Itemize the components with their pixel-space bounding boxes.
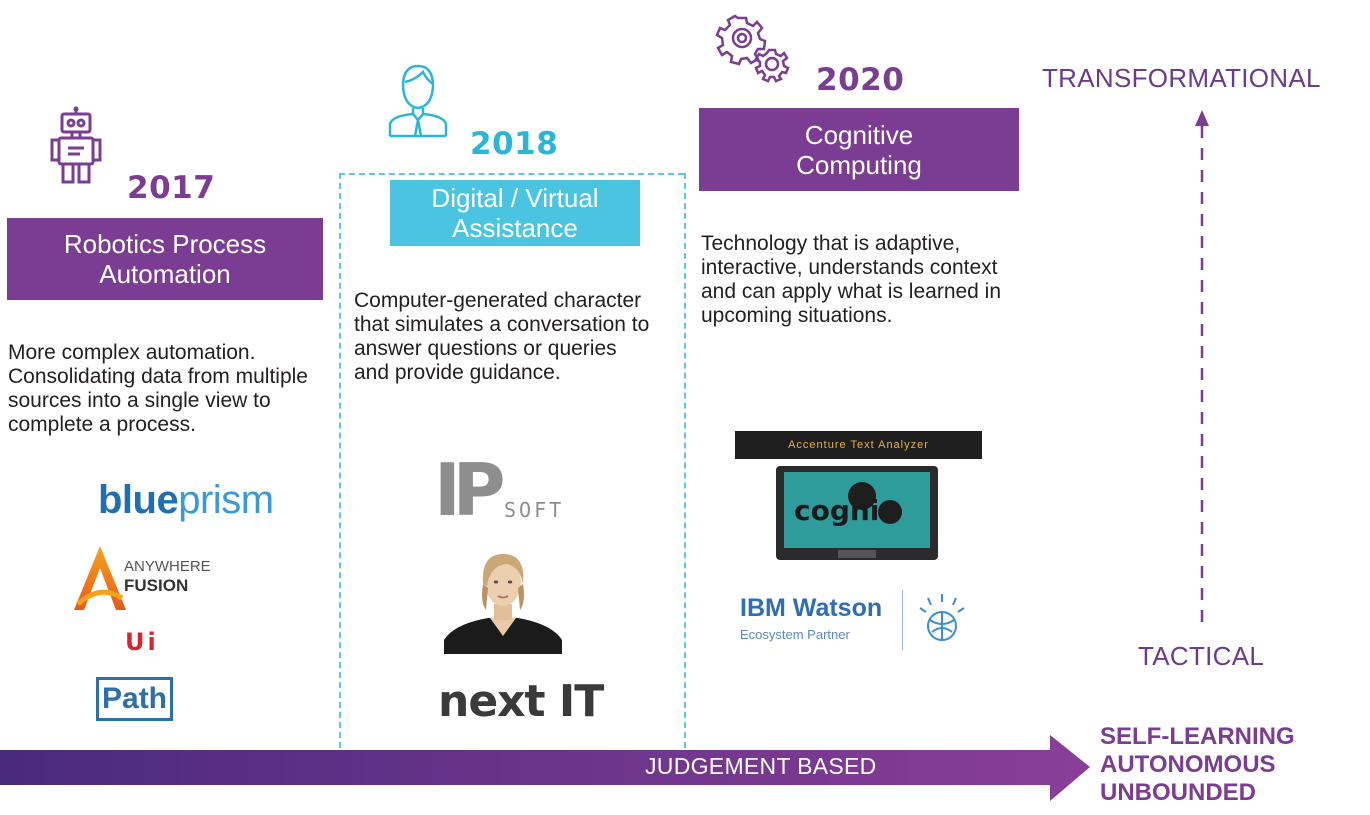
vertical-arrow [1192, 110, 1212, 630]
outcome-label: AUTONOMOUS [1100, 751, 1276, 778]
stage-title: Digital / Virtual Assistance [431, 183, 599, 243]
stage-description: Computer-generated character that simula… [354, 289, 650, 384]
person-icon [387, 62, 449, 138]
ipsoft-soft: SOFT [504, 498, 565, 522]
robot-icon [50, 106, 102, 184]
stage-description: Technology that is adaptive, interactive… [701, 232, 1002, 327]
stage-title-box: Cognitive Computing [699, 108, 1019, 191]
ipsoft-logo: IP SOFT [434, 450, 584, 530]
accenture-text: Accenture Text Analyzer [788, 439, 929, 451]
horizontal-arrow [0, 735, 1090, 810]
nextit-logo: next IT [438, 676, 604, 727]
stage-title-box: Robotics Process Automation [7, 218, 323, 300]
automation-text: ANYWHERE [124, 558, 211, 575]
ibm-watson-text: IBM Watson [740, 594, 883, 622]
cogni-text: cogni [794, 494, 880, 527]
uipath-logo: Path [96, 676, 177, 722]
ipsoft-ip: IP [434, 448, 506, 532]
ibm-partner-text: Ecosystem Partner [740, 627, 850, 642]
stage-title: Cognitive Computing [796, 119, 922, 180]
axis-bottom-label: TACTICAL [1138, 641, 1265, 671]
horizontal-axis-label: JUDGEMENT BASED [645, 753, 877, 779]
outcome-labels: SELF-LEARNING AUTONOMOUS UNBOUNDED [1100, 723, 1295, 807]
stage-year: 2017 [127, 170, 216, 206]
uipath-ui: Path [96, 677, 174, 721]
stage-title-box: Digital / Virtual Assistance [390, 180, 640, 246]
stage-year: 2018 [470, 126, 559, 162]
stage-dash-top [339, 173, 684, 175]
outcome-label: SELF-LEARNING [1100, 723, 1295, 750]
gears-icon [712, 8, 792, 84]
stage-divider [684, 173, 686, 748]
stage-year: 2020 [816, 62, 905, 98]
axis-top-label: TRANSFORMATIONAL [1042, 63, 1321, 93]
stage-divider [339, 173, 341, 748]
fusion-logo: Ui [125, 628, 159, 656]
automation-anywhere-logo: ANYWHERE FUSION [70, 544, 260, 614]
ibm-watson-logo: IBM Watson Ecosystem Partner [740, 590, 990, 652]
outcome-label: UNBOUNDED [1100, 779, 1256, 806]
fusion-text: Ui [125, 628, 159, 656]
stage-description: More complex automation. Consolidating d… [8, 341, 308, 436]
avatar-image [444, 548, 562, 654]
blueprism-logo: blueprism [98, 478, 274, 522]
accenture-text-analyzer-logo: Accenture Text Analyzer [735, 431, 982, 459]
stage-title: Robotics Process Automation [63, 229, 267, 289]
anywhere-text: FUSION [124, 576, 189, 595]
cogni-logo: cogni [776, 466, 938, 560]
